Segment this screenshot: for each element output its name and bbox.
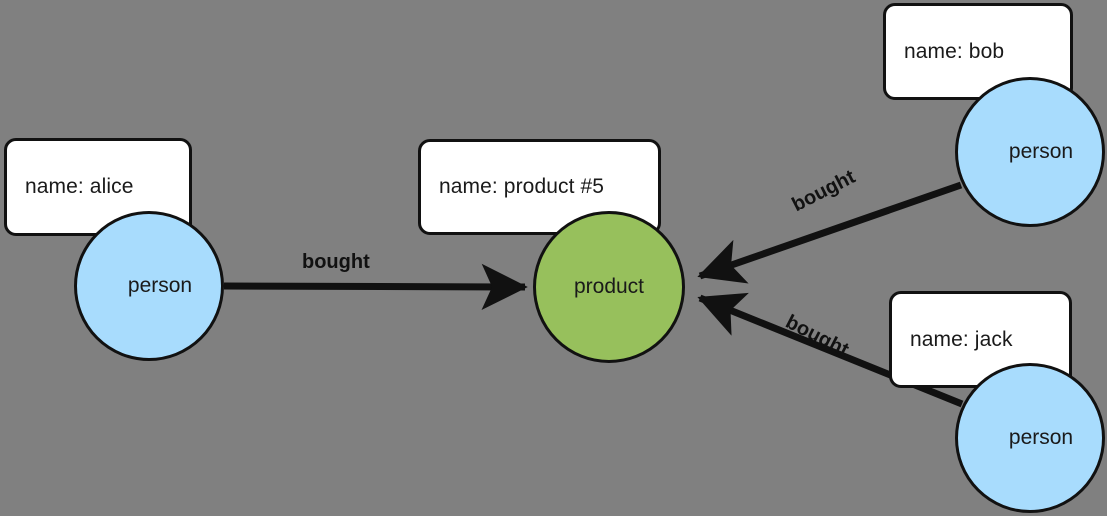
property-text-bob: name: bob: [904, 39, 1005, 63]
node-jack[interactable]: person: [955, 363, 1105, 513]
node-bob[interactable]: person: [955, 77, 1105, 227]
node-product[interactable]: product: [533, 211, 685, 363]
edge-alice-to-product[interactable]: [223, 263, 528, 310]
node-label-product: product: [573, 275, 645, 298]
property-text-jack: name: jack: [910, 327, 1013, 351]
node-label-alice: person: [127, 274, 193, 297]
edge-label-alice-bought: bought: [302, 251, 370, 273]
property-text-product: name: product #5: [439, 175, 605, 198]
property-text-alice: name: alice: [25, 175, 134, 198]
node-alice[interactable]: person: [74, 211, 224, 361]
node-label-jack: person: [1008, 426, 1074, 449]
edge-bob-to-product[interactable]: [697, 181, 963, 284]
node-label-bob: person: [1008, 140, 1074, 163]
